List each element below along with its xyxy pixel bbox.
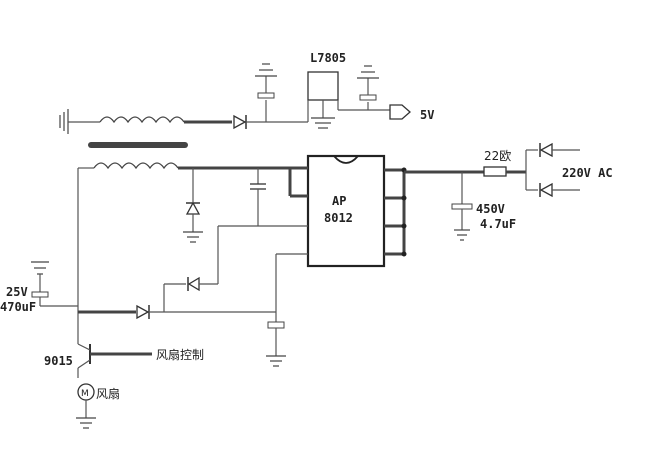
ic-label-line1: AP — [332, 194, 346, 208]
clamp-diode — [183, 168, 203, 243]
top-coil — [99, 116, 185, 124]
bridge-rectifier — [525, 142, 580, 198]
feed-diode — [136, 304, 150, 320]
hv-capacitor — [451, 172, 473, 241]
transformer-core-bar — [88, 142, 188, 148]
ic-label-line2: 8012 — [324, 211, 353, 225]
snubber-capacitor — [250, 168, 266, 226]
fan-label: 风扇 — [96, 386, 120, 401]
fan-control-label: 风扇控制 — [156, 347, 204, 362]
ap8012-ic — [258, 154, 407, 268]
regulator-label: L7805 — [310, 51, 346, 65]
hv-cap-voltage: 450V — [476, 202, 505, 216]
lv-cap-value: 470uF — [0, 300, 36, 314]
fan-motor — [76, 383, 96, 429]
hv-cap-value: 4.7uF — [480, 217, 516, 231]
motor-symbol: M — [81, 389, 89, 399]
top-input-ground-bars — [59, 109, 100, 134]
ac-input-label: 220V AC — [562, 166, 613, 180]
vcc-capacitor — [266, 321, 286, 367]
input-resistor — [483, 166, 507, 177]
l7805-regulator — [307, 71, 390, 129]
regulator-output-capacitor — [357, 65, 379, 110]
lv-cap-voltage: 25V — [6, 285, 28, 299]
resistor-label: 22欧 — [484, 149, 511, 163]
main-coil — [93, 162, 179, 170]
zener-diode — [187, 276, 218, 292]
output-arrow-icon — [389, 104, 411, 120]
transistor-label: 9015 — [44, 354, 73, 368]
transistor-9015 — [77, 343, 152, 378]
regulator-input-capacitor — [255, 63, 277, 122]
lv-capacitor — [31, 261, 78, 307]
top-diode — [233, 114, 247, 130]
output-5v-label: 5V — [420, 108, 434, 122]
